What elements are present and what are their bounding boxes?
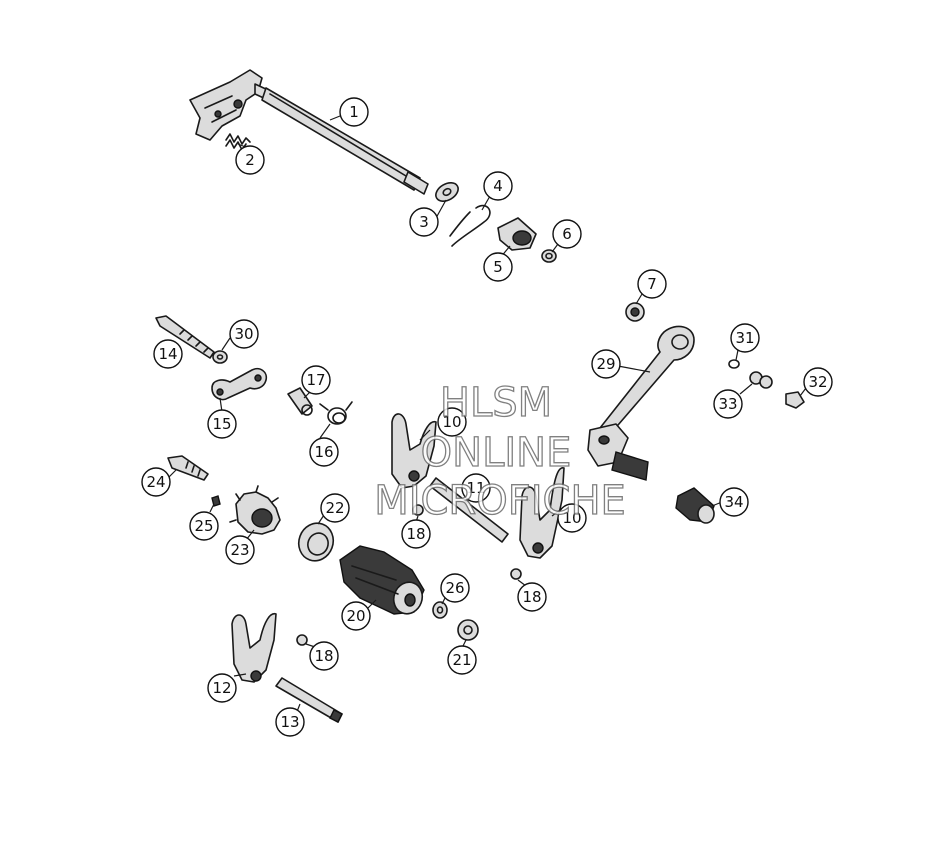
part-washer-26 bbox=[432, 601, 448, 619]
part-washer-3 bbox=[435, 182, 459, 202]
svg-text:11: 11 bbox=[466, 479, 485, 497]
part-rubber-34 bbox=[675, 487, 715, 524]
svg-text:29: 29 bbox=[596, 355, 615, 373]
svg-text:4: 4 bbox=[493, 177, 503, 195]
svg-text:16: 16 bbox=[314, 443, 333, 461]
callout-5: 5 bbox=[483, 252, 513, 282]
part-pin-18b bbox=[510, 568, 522, 580]
callout-18-b: 18 bbox=[517, 582, 547, 612]
watermark: HLSM ONLINE MICROFICHE bbox=[374, 379, 627, 524]
part-fork-shaft-13 bbox=[275, 677, 343, 723]
part-pin-25 bbox=[211, 495, 221, 507]
svg-text:20: 20 bbox=[346, 607, 365, 625]
svg-text:31: 31 bbox=[735, 329, 754, 347]
svg-text:14: 14 bbox=[158, 345, 177, 363]
callout-7: 7 bbox=[637, 269, 667, 299]
svg-text:25: 25 bbox=[194, 517, 213, 535]
part-shift-fork-upper bbox=[391, 413, 437, 489]
svg-text:10: 10 bbox=[562, 509, 581, 527]
svg-text:26: 26 bbox=[445, 579, 464, 597]
svg-text:1: 1 bbox=[349, 103, 359, 121]
callout-1: 1 bbox=[339, 97, 369, 127]
svg-text:34: 34 bbox=[724, 493, 743, 511]
callout-6: 6 bbox=[552, 219, 582, 249]
svg-text:15: 15 bbox=[212, 415, 231, 433]
svg-text:17: 17 bbox=[306, 371, 325, 389]
callout-29: 29 bbox=[591, 349, 621, 379]
callout-10-upper: 10 bbox=[437, 407, 467, 437]
part-roller-21 bbox=[457, 619, 479, 641]
callout-17: 17 bbox=[301, 365, 331, 395]
callout-4: 4 bbox=[483, 171, 513, 201]
svg-text:18: 18 bbox=[522, 588, 541, 606]
callout-30: 30 bbox=[229, 319, 259, 349]
part-torsion-spring bbox=[319, 401, 353, 425]
part-washer-31 bbox=[728, 359, 740, 369]
part-shift-fork-12 bbox=[231, 613, 277, 683]
callout-18-c: 18 bbox=[309, 641, 339, 671]
callout-22: 22 bbox=[320, 493, 350, 523]
svg-text:18: 18 bbox=[406, 525, 425, 543]
svg-text:23: 23 bbox=[230, 541, 249, 559]
part-bearing-22 bbox=[297, 522, 335, 562]
part-pin-18c bbox=[296, 634, 308, 646]
svg-text:33: 33 bbox=[718, 395, 737, 413]
watermark-line-2: ONLINE bbox=[421, 430, 572, 476]
part-bolt-32 bbox=[785, 391, 805, 409]
svg-text:3: 3 bbox=[419, 213, 429, 231]
part-shift-drum bbox=[339, 545, 425, 615]
svg-text:2: 2 bbox=[245, 151, 255, 169]
callout-2: 2 bbox=[235, 145, 265, 175]
svg-text:21: 21 bbox=[452, 651, 471, 669]
callout-32: 32 bbox=[803, 367, 833, 397]
callout-12: 12 bbox=[207, 673, 237, 703]
watermark-line-3: MICROFICHE bbox=[374, 478, 626, 524]
callout-15: 15 bbox=[207, 409, 237, 439]
part-pin-18a bbox=[412, 504, 424, 516]
callout-25: 25 bbox=[189, 511, 219, 541]
callout-18-a: 18 bbox=[401, 519, 431, 549]
callout-23: 23 bbox=[225, 535, 255, 565]
svg-text:6: 6 bbox=[562, 225, 572, 243]
part-shift-shaft bbox=[189, 69, 429, 195]
part-fork-shaft-11 bbox=[429, 477, 509, 543]
svg-text:12: 12 bbox=[212, 679, 231, 697]
part-shift-cam bbox=[229, 485, 281, 535]
part-bolt-14 bbox=[155, 315, 215, 359]
callout-13: 13 bbox=[275, 707, 305, 737]
callout-20: 20 bbox=[341, 601, 371, 631]
callout-26: 26 bbox=[440, 573, 470, 603]
part-shift-lever bbox=[587, 325, 695, 481]
callout-21: 21 bbox=[447, 645, 477, 675]
svg-text:13: 13 bbox=[280, 713, 299, 731]
part-bolt-24 bbox=[167, 455, 209, 481]
part-sleeve-17 bbox=[287, 387, 313, 416]
callout-16: 16 bbox=[309, 437, 339, 467]
part-circlip-4 bbox=[449, 204, 491, 247]
svg-text:10: 10 bbox=[442, 413, 461, 431]
callout-31: 31 bbox=[730, 323, 760, 353]
svg-text:18: 18 bbox=[314, 647, 333, 665]
callout-33: 33 bbox=[713, 389, 743, 419]
svg-text:5: 5 bbox=[493, 258, 503, 276]
svg-text:24: 24 bbox=[146, 473, 165, 491]
callout-14: 14 bbox=[153, 339, 183, 369]
callout-24: 24 bbox=[141, 467, 171, 497]
svg-text:30: 30 bbox=[234, 325, 253, 343]
part-seal-7 bbox=[625, 302, 645, 322]
callout-3: 3 bbox=[409, 207, 439, 237]
svg-text:22: 22 bbox=[325, 499, 344, 517]
part-link-plate bbox=[211, 367, 268, 401]
callout-34: 34 bbox=[719, 487, 749, 517]
part-seal-6 bbox=[541, 249, 557, 263]
callout-11: 11 bbox=[461, 473, 491, 503]
svg-text:7: 7 bbox=[647, 275, 657, 293]
part-bushing-5 bbox=[497, 217, 537, 251]
callout-10-lower: 10 bbox=[557, 503, 587, 533]
part-washer-30 bbox=[212, 350, 228, 364]
svg-text:32: 32 bbox=[808, 373, 827, 391]
part-washer-33 bbox=[749, 371, 773, 389]
watermark-line-1: HLSM bbox=[440, 380, 552, 426]
